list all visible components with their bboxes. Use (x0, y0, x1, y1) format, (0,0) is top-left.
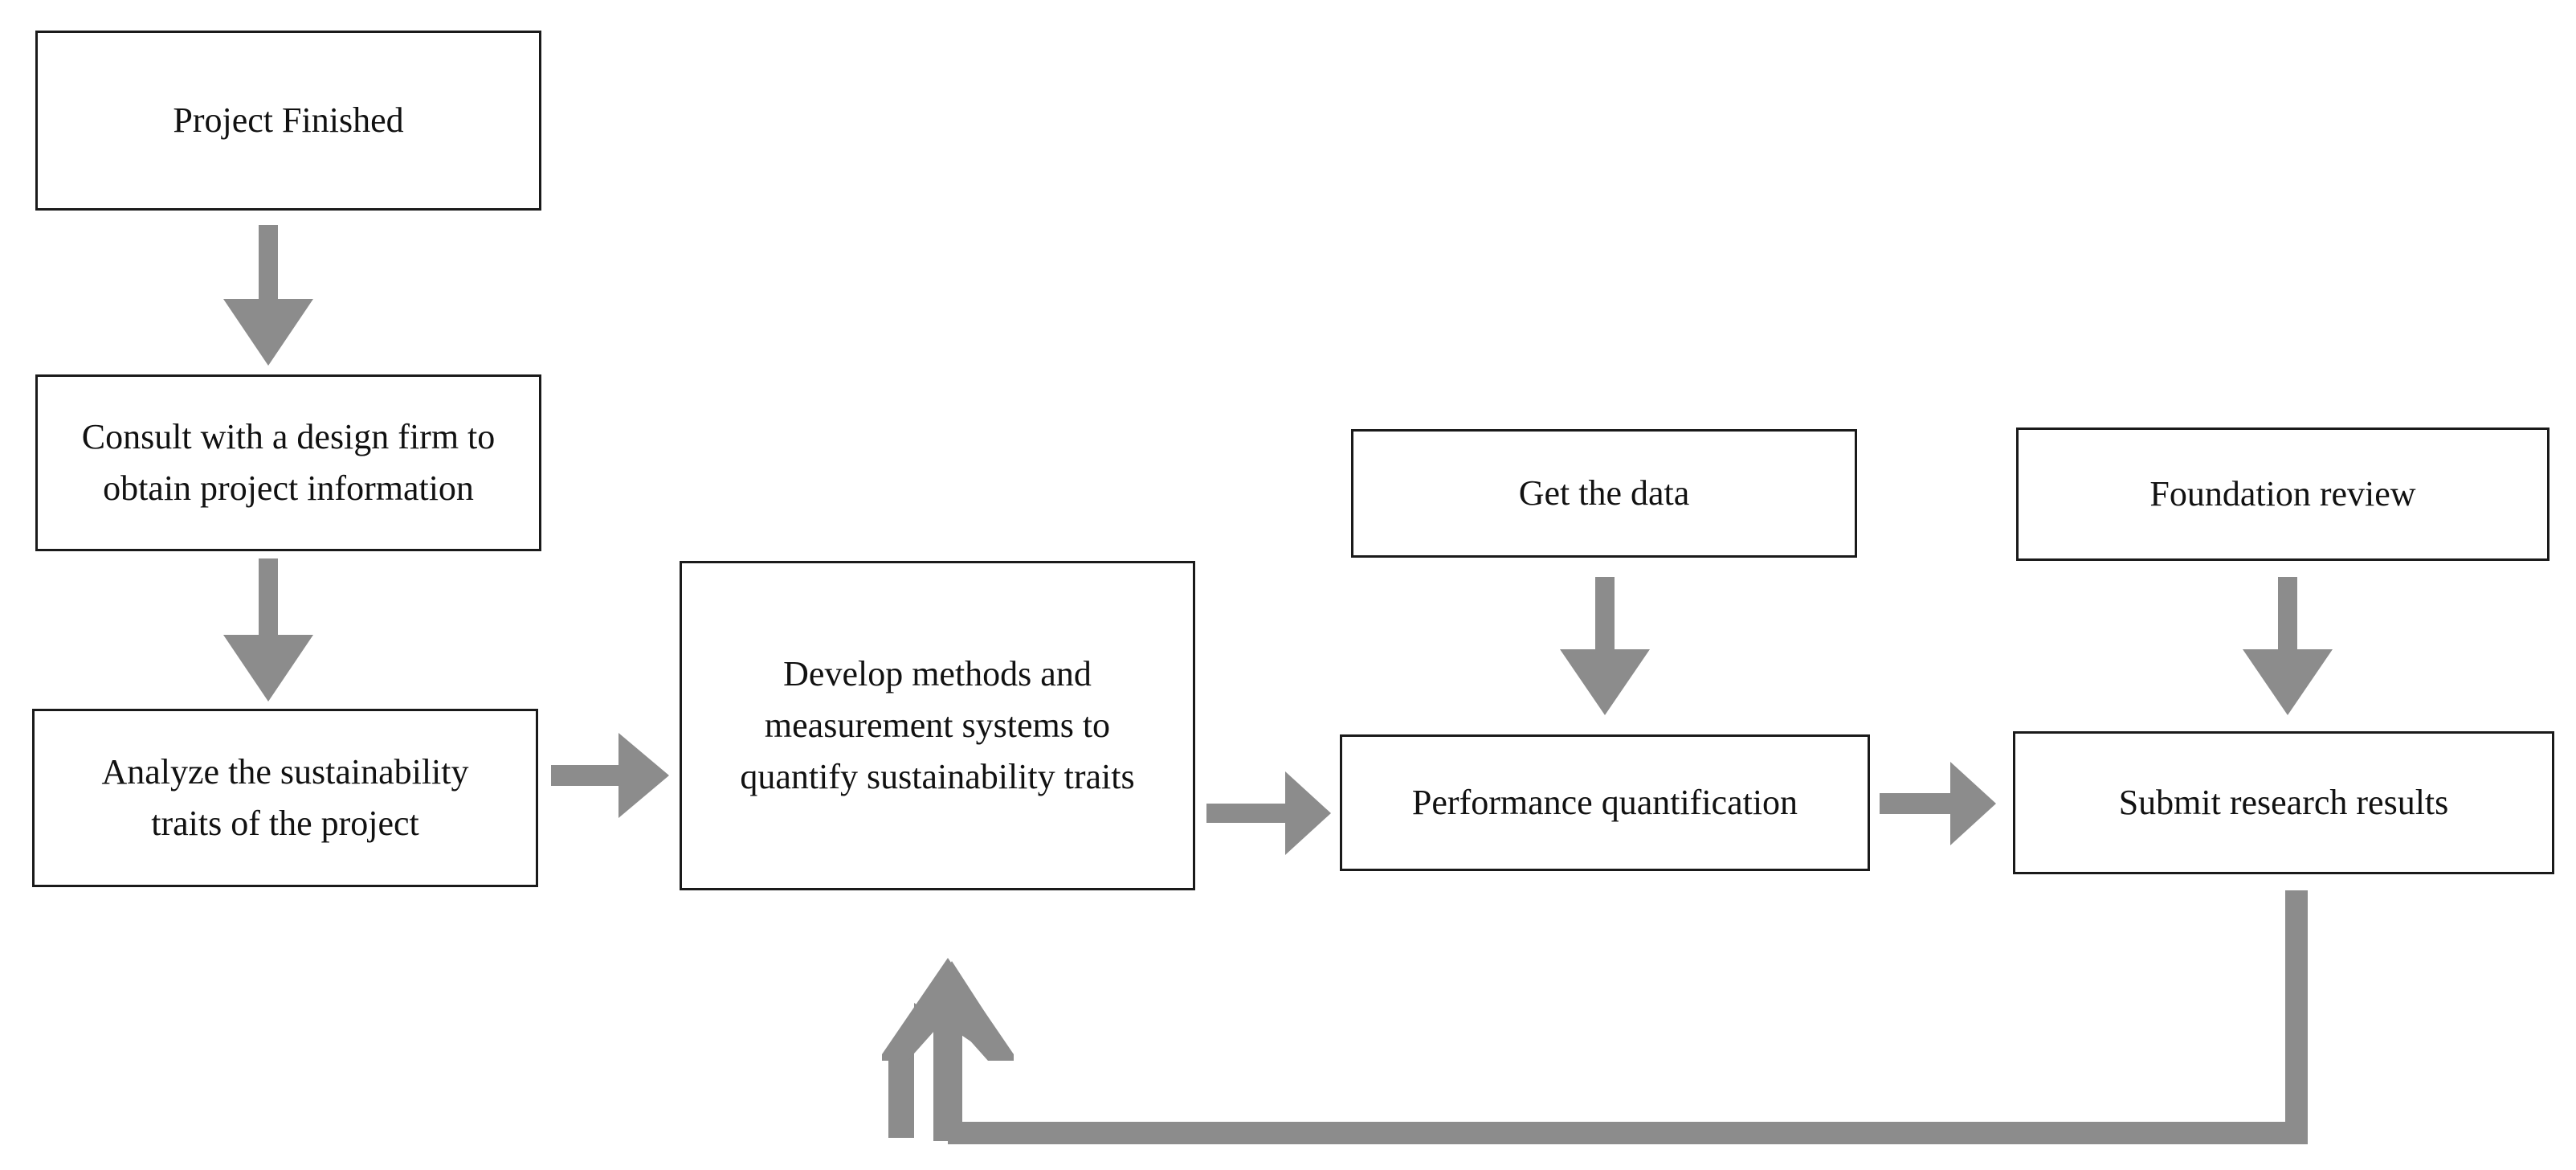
node-foundation-review: Foundation review (2016, 428, 2549, 561)
node-label: Get the data (1518, 473, 1690, 513)
node-label: Performance quantification (1411, 783, 1798, 823)
node-label: Consult with a design firm to obtain pro… (81, 417, 496, 508)
node-label: Develop methods and measurement systems … (740, 654, 1135, 796)
node-label: Project Finished (173, 100, 404, 141)
node-submit-results: Submit research results (2013, 731, 2554, 874)
arrow-right-performance-to-submit (1880, 762, 1996, 845)
arrow-down-finished-to-consult (223, 225, 313, 366)
feedback-line-vertical-right (2285, 890, 2308, 1141)
node-get-data: Get the data (1351, 429, 1857, 558)
feedback-line-horizontal (948, 1122, 2308, 1144)
feedback-arrow-shaft (933, 1014, 962, 1141)
node-label: Analyze the sustainability traits of the… (101, 752, 469, 843)
node-analyze-traits: Analyze the sustainability traits of the… (32, 709, 538, 887)
node-performance-quantification: Performance quantification (1340, 734, 1870, 871)
arrow-down-getdata-to-performance (1560, 577, 1650, 715)
arrow-down-consult-to-analyze (223, 558, 313, 702)
feedback-arrowhead-up (882, 958, 1014, 1061)
arrow-down-foundation-to-submit (2243, 577, 2333, 715)
node-label: Foundation review (2149, 474, 2416, 514)
arrow-right-develop-to-performance (1206, 771, 1331, 855)
node-label: Submit research results (2118, 783, 2449, 823)
node-project-finished: Project Finished (35, 31, 541, 211)
arrow-right-analyze-to-develop (551, 733, 669, 818)
node-develop-methods: Develop methods and measurement systems … (680, 561, 1195, 890)
node-consult-design-firm: Consult with a design firm to obtain pro… (35, 374, 541, 551)
